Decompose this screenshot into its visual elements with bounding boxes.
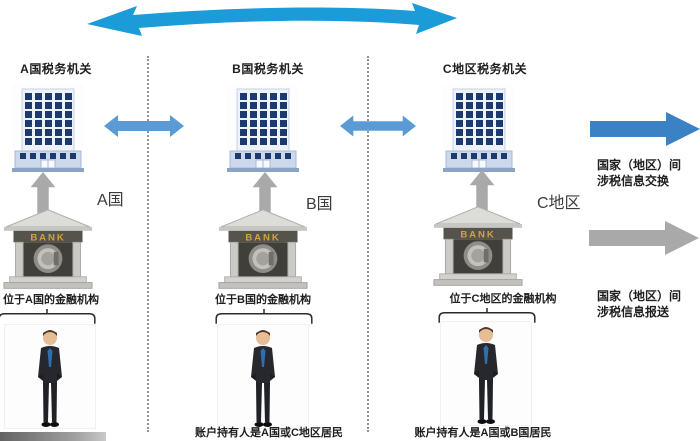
legend-report-label: 国家（地区）间 涉税信息报送 (597, 288, 697, 320)
column-separator-1 (147, 56, 149, 432)
region-label-b: B国 (306, 196, 333, 213)
brace-icon-b (211, 309, 317, 324)
bottom-left-bar (0, 432, 106, 441)
tax-authority-label-a: A国税务机关 (20, 62, 92, 76)
region-label-c: C地区 (537, 195, 581, 212)
office-building-icon-b (227, 85, 299, 175)
account-holder-label-c: 账户持有人是A国或B国居民 (414, 427, 552, 439)
brace-icon-a (0, 309, 98, 324)
account-holder-figure-a (4, 324, 96, 429)
bank-building-icon-c (432, 206, 524, 288)
financial-institution-label-c: 位于C地区的金融机构 (449, 293, 557, 305)
financial-institution-label-b: 位于B国的金融机构 (215, 294, 311, 306)
account-holder-label-b: 账户持有人是A国或C地区居民 (195, 427, 343, 439)
tax-authority-label-c: C地区税务机关 (442, 62, 528, 76)
two-way-arrow-ab-icon (104, 114, 184, 138)
legend-exchange-line1: 国家（地区）间 (597, 158, 682, 172)
legend-exchange-line2: 涉税信息交换 (597, 174, 670, 189)
legend-report-arrow-icon (588, 221, 700, 255)
top-exchange-curved-arrow-icon (87, 3, 457, 36)
legend-report-line1: 国家（地区）间 (597, 289, 682, 303)
two-way-arrow-bc-icon (340, 114, 416, 138)
legend-exchange-label: 国家（地区）间 涉税信息交换 (597, 157, 697, 189)
businessman-icon-c (469, 326, 503, 426)
region-label-a: A国 (97, 192, 124, 209)
account-holder-figure-b (217, 324, 309, 429)
bank-building-icon-a (2, 209, 94, 291)
office-building-icon-a (12, 85, 84, 175)
financial-institution-label-a: 位于A国的金融机构 (3, 294, 99, 306)
businessman-icon-b (246, 329, 280, 429)
up-arrow-icon-a (30, 172, 56, 214)
column-separator-2 (367, 56, 369, 432)
account-holder-figure-c (440, 321, 532, 426)
legend-report-line2: 涉税信息报送 (597, 305, 670, 320)
office-building-icon-c (443, 85, 515, 175)
up-arrow-icon-b (252, 172, 278, 214)
bank-building-icon-b (217, 209, 309, 291)
tax-authority-label-b: B国税务机关 (232, 62, 304, 76)
businessman-icon-a (33, 329, 67, 429)
legend-exchange-arrow-icon (590, 112, 700, 146)
